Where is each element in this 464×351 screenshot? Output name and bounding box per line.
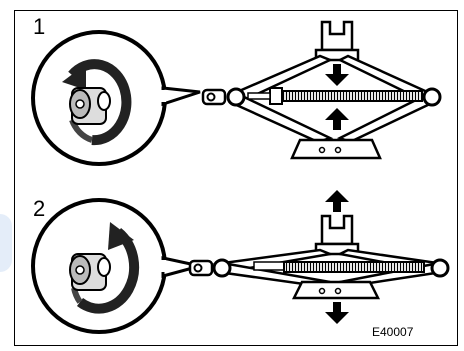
scissor-jack-1 bbox=[201, 20, 442, 160]
arrow-down-2 bbox=[325, 302, 349, 324]
step-number-2: 2 bbox=[33, 196, 46, 221]
arrow-down-1 bbox=[325, 64, 349, 86]
arrow-up-2 bbox=[325, 190, 349, 212]
callout-circle-2 bbox=[31, 198, 201, 334]
arrow-up-1 bbox=[325, 108, 349, 130]
wrench-socket-2 bbox=[69, 253, 111, 291]
callout-circle-1 bbox=[31, 30, 201, 166]
wrench-socket-1 bbox=[69, 87, 111, 125]
scissor-jack-2 bbox=[188, 214, 450, 300]
step-number-1: 1 bbox=[33, 14, 46, 39]
page-edge-shadow bbox=[0, 214, 12, 272]
figure-code: E40007 bbox=[372, 325, 414, 339]
